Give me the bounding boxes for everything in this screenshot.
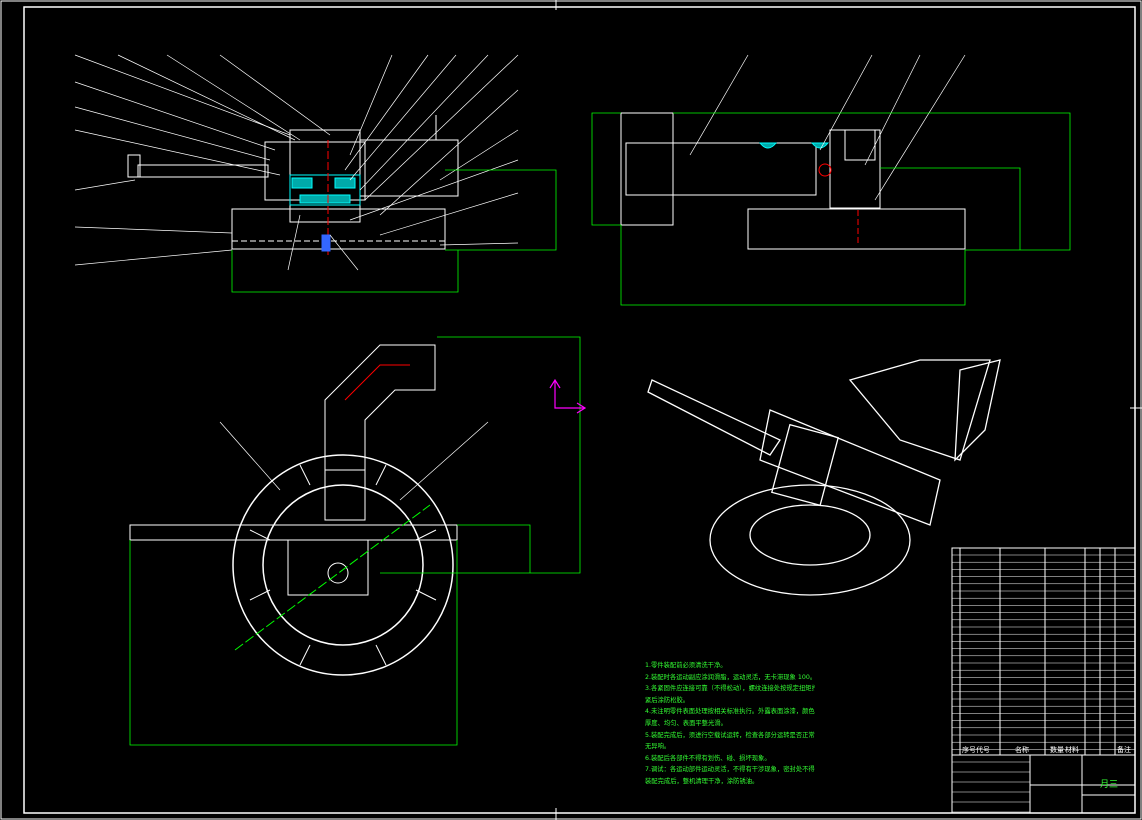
title-block: [951, 547, 1136, 814]
side-view: [591, 54, 1071, 306]
bom-header-name: 名称: [1015, 746, 1029, 754]
drawing-frame: [23, 6, 1136, 814]
note-line: 紧后涂防松胶。: [645, 696, 690, 704]
bom-header-code: 代号: [976, 746, 990, 754]
front-view: [74, 54, 557, 293]
note-line: 5.装配完成后，须进行空载试运转，检查各部分运转是否正常: [645, 731, 815, 739]
bom-header-remark: 备注: [1117, 746, 1131, 754]
note-line: 3.各紧固件应连接可靠（不得松动），螺纹连接处按规定扭矩拧: [645, 685, 815, 693]
note-line: 4.未注明零件表面处理按相关标准执行。外露表面涂漆，颜色、: [645, 708, 815, 716]
technical-notes: 1.零件装配前必须清洗干净。 2.装配时各运动副应涂润滑脂，运动灵活，无卡滞现象…: [645, 660, 815, 788]
note-line: 7.调试：各运动部件运动灵活，不得有干涉现象，密封处不得渗漏。: [645, 766, 815, 774]
bom-header-index: 序号: [962, 746, 976, 754]
isometric-view: [647, 359, 1001, 596]
note-line: 1.零件装配前必须清洗干净。: [645, 662, 727, 669]
bom-header-qty: 数量: [1050, 746, 1064, 754]
note-line: 无异响。: [645, 743, 671, 751]
note-line: 厚度、均匀、表面平整光滑。: [645, 719, 727, 727]
note-line: 装配完成后，整机清理干净，涂防锈油。: [645, 777, 759, 785]
drawing-name: 月三: [1100, 780, 1119, 790]
bom-header-material: 材料: [1065, 746, 1079, 754]
note-line: 6.装配后各部件不得有划伤、碰、损坏现象。: [645, 754, 771, 762]
top-view: [129, 336, 587, 746]
note-line: 2.装配时各运动副应涂润滑脂，运动灵活，无卡滞现象 100。: [645, 673, 815, 681]
